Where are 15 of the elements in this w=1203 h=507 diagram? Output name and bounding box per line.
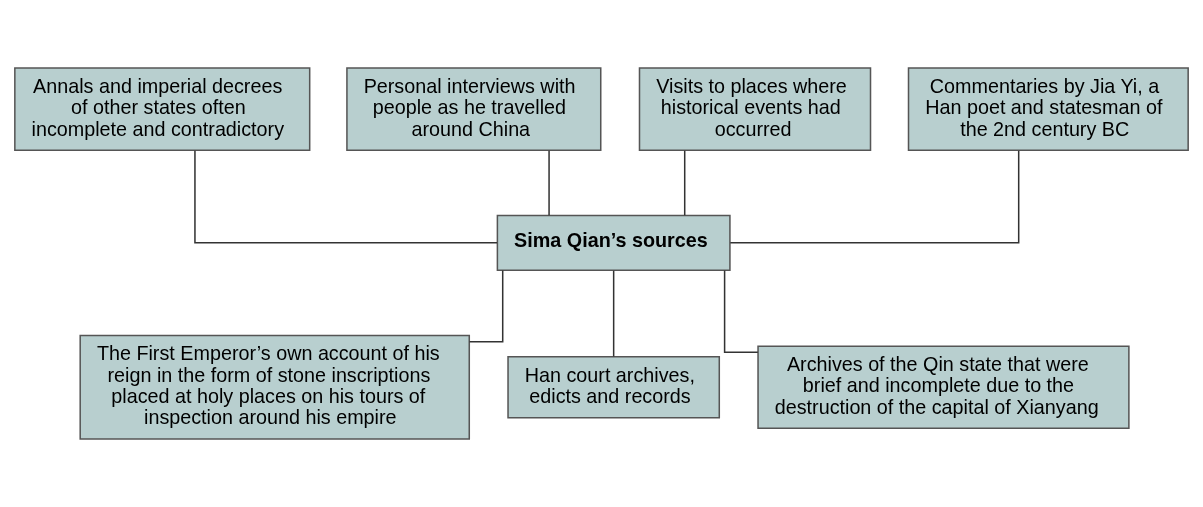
- node-box: Han court archives, edicts and records: [507, 356, 721, 419]
- connector: [729, 149, 1020, 244]
- connector: [548, 149, 550, 216]
- node-box: Sima Qian’s sources: [496, 214, 731, 271]
- node-box: Annals and imperial decrees of other states often incomplete and contradictory: [14, 67, 311, 151]
- node-box: The First Emperor’s own account of his reign in the form of stone inscriptions placed at holy places on his tours of inspection around his empire: [79, 334, 471, 440]
- connector: [612, 269, 615, 358]
- node-box: Archives of the Qin state that were brief and incomplete due to the destruction of the capital of Xianyang: [757, 345, 1130, 430]
- node-box: Visits to places where historical events had occurred: [638, 67, 872, 151]
- connector: [683, 149, 686, 216]
- connector: [468, 269, 504, 343]
- connector: [723, 269, 759, 354]
- node-box: Personal interviews with people as he travelled around China: [346, 67, 602, 151]
- node-box: Commentaries by Jia Yi, a Han poet and statesman of the 2nd century BC: [907, 67, 1189, 151]
- connector: [194, 149, 498, 244]
